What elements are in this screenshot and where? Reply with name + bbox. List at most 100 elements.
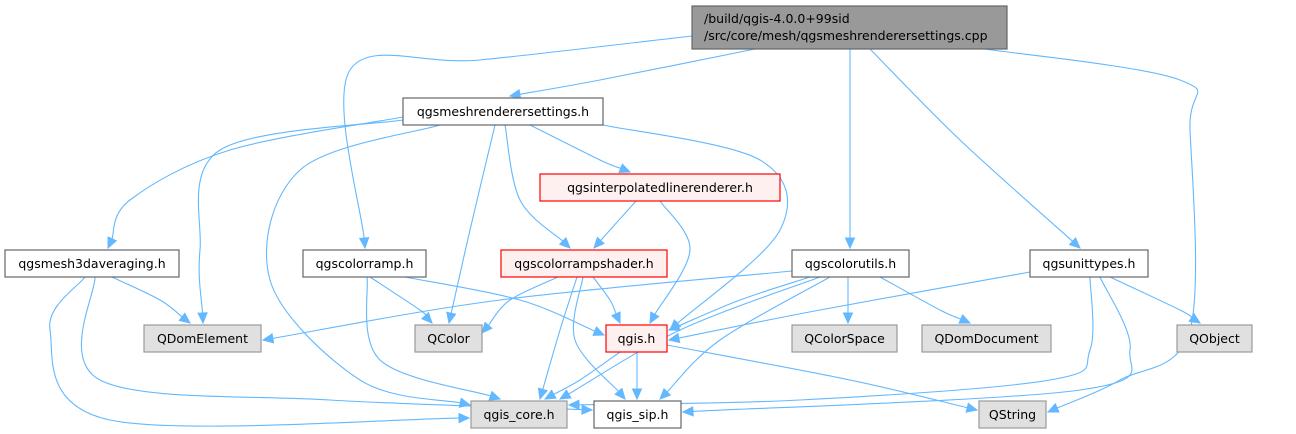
node-QDomElement[interactable]: QDomElement	[143, 324, 262, 353]
edges-layer	[49, 35, 1202, 427]
edge-root-to-unittypes_h	[869, 48, 1081, 249]
edge-colorutils_h-to-QColorSpace	[842, 277, 854, 325]
edge-line	[343, 35, 693, 240]
node-colorutils-h[interactable]: qgscolorutils.h	[791, 249, 910, 278]
edge-root-to-colorutils_h	[844, 48, 856, 250]
edge-meshrenderersettings_h-to-qgis_h	[602, 124, 789, 331]
node-QColorSpace[interactable]: QColorSpace	[791, 324, 898, 353]
edge-colorutils_h-to-qgis_sip_h	[659, 276, 831, 400]
edge-line	[869, 48, 1074, 243]
arrowhead-icon	[558, 389, 572, 400]
node-label: qgscolorutils.h	[805, 256, 896, 271]
arrowhead-icon	[358, 237, 370, 250]
edge-line	[552, 351, 621, 396]
node-label: qgsinterpolatedlinerenderer.h	[567, 180, 753, 195]
arrowhead-icon	[537, 387, 548, 401]
arrowhead-icon	[667, 332, 681, 344]
node-box	[691, 5, 1008, 50]
edge-interpolatedlinerenderer_h-to-colorrampshader_h	[593, 200, 637, 249]
node-qgis-h[interactable]: qgis.h	[605, 324, 668, 353]
edge-meshrenderersettings_h-to-colorrampshader_h	[504, 124, 571, 249]
edge-line	[677, 276, 811, 328]
edge-line	[677, 271, 1031, 339]
edge-line	[691, 276, 1133, 413]
node-label: qgscolorrampshader.h	[514, 256, 653, 271]
arrowhead-icon	[844, 237, 856, 250]
arrowhead-icon	[421, 311, 433, 324]
edge-line	[592, 276, 617, 315]
edge-colorramp_h-to-qgis_h	[404, 276, 606, 336]
node-QString[interactable]: QString	[978, 400, 1047, 429]
node-mesh3daveraging-h[interactable]: qgsmesh3daveraging.h	[4, 249, 180, 278]
edge-interpolatedlinerenderer_h-to-qgis_h	[649, 200, 691, 325]
arrowhead-icon	[197, 312, 208, 325]
node-QObject[interactable]: QObject	[1176, 324, 1253, 353]
node-label: /build/qgis-4.0.0+99sid	[704, 11, 850, 26]
node-box	[4, 249, 180, 278]
edge-line	[487, 276, 559, 327]
node-QDomDocument[interactable]: QDomDocument	[921, 324, 1052, 353]
edge-line	[879, 276, 962, 320]
node-box	[791, 324, 898, 353]
edge-line	[567, 276, 821, 395]
node-qgis-sip-h[interactable]: qgis_sip.h	[593, 400, 682, 429]
arrowhead-icon	[446, 311, 457, 325]
edge-colorutils_h-to-qgis_h	[667, 276, 811, 331]
node-root[interactable]: /build/qgis-4.0.0+99sid/src/core/mesh/qg…	[691, 5, 1008, 50]
edge-colorutils_h-to-QDomElement	[261, 270, 793, 344]
arrowhead-icon	[659, 387, 672, 400]
edge-unittypes_h-to-qgis_sip_h	[681, 276, 1133, 417]
edge-line	[666, 276, 831, 394]
arrowhead-icon	[610, 311, 621, 325]
node-box	[539, 173, 781, 202]
arrowhead-icon	[508, 88, 522, 100]
arrowhead-icon	[581, 404, 594, 415]
edge-line	[504, 124, 564, 243]
edge-line	[1109, 276, 1193, 319]
edge-line	[49, 276, 461, 427]
edge-line	[599, 200, 637, 242]
arrowhead-icon	[667, 321, 681, 331]
edge-line	[984, 48, 1199, 409]
arrowhead-icon	[593, 236, 605, 249]
arrowhead-icon	[965, 402, 979, 413]
arrowhead-icon	[261, 333, 275, 344]
arrowhead-icon	[592, 326, 606, 336]
node-label: QDomElement	[157, 331, 248, 346]
node-unittypes-h[interactable]: qgsunittypes.h	[1029, 249, 1149, 278]
node-label: /src/core/mesh/qgsmeshrenderersettings.c…	[704, 28, 988, 43]
edge-line	[111, 276, 184, 318]
node-label: QDomDocument	[934, 331, 1038, 346]
node-label: qgsmeshrenderersettings.h	[417, 104, 589, 119]
node-qgis-core-h[interactable]: qgis_core.h	[470, 400, 568, 429]
node-box	[605, 324, 668, 353]
arrowhead-icon	[618, 163, 632, 173]
arrowhead-icon	[488, 390, 502, 401]
edge-line	[602, 124, 789, 325]
node-label: qgis.h	[618, 331, 656, 346]
node-colorrampshader-h[interactable]: qgscolorrampshader.h	[500, 249, 668, 278]
edge-line	[111, 116, 404, 241]
node-meshrenderersettings-h[interactable]: qgsmeshrenderersettings.h	[402, 97, 604, 126]
node-box	[593, 400, 682, 429]
node-label: QString	[989, 407, 1036, 422]
edge-colorrampshader_h-to-QColor	[481, 276, 559, 334]
node-colorramp-h[interactable]: qgscolorramp.h	[302, 249, 427, 278]
node-label: qgsmesh3daveraging.h	[18, 256, 165, 271]
node-QColor[interactable]: QColor	[414, 324, 483, 353]
node-interpolatedlinerenderer-h[interactable]: qgsinterpolatedlinerenderer.h	[539, 173, 781, 202]
arrowhead-icon	[631, 388, 643, 401]
edge-line	[404, 276, 596, 333]
node-box	[1029, 249, 1149, 278]
arrowhead-icon	[958, 313, 972, 324]
edge-line	[365, 276, 492, 397]
edge-mesh3daveraging_h-to-QDomElement	[111, 276, 191, 324]
edge-line	[450, 124, 496, 315]
edge-colorramp_h-to-qgis_core_h	[365, 276, 502, 401]
node-box	[470, 400, 568, 429]
edge-qgis_h-to-QString	[666, 344, 979, 413]
edge-line	[369, 276, 427, 317]
node-box	[921, 324, 1052, 353]
edge-meshrenderersettings_h-to-mesh3daveraging_h	[107, 116, 404, 250]
node-box	[143, 324, 262, 353]
